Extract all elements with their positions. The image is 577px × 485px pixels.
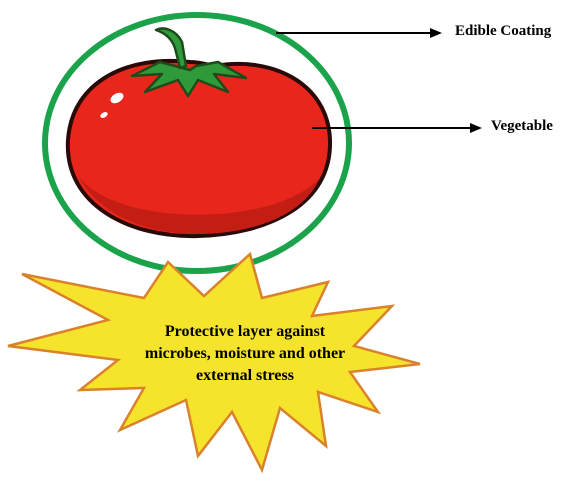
arrow-coating (276, 28, 442, 38)
burst-line-3: external stress (110, 365, 380, 387)
burst-line-1: Protective layer against (110, 321, 380, 343)
tomato (68, 61, 330, 236)
burst-text: Protective layer against microbes, moist… (110, 321, 380, 387)
burst-line-2: microbes, moisture and other (110, 343, 380, 365)
edible-coating-label: Edible Coating (455, 23, 551, 40)
vegetable-label: Vegetable (491, 118, 553, 135)
